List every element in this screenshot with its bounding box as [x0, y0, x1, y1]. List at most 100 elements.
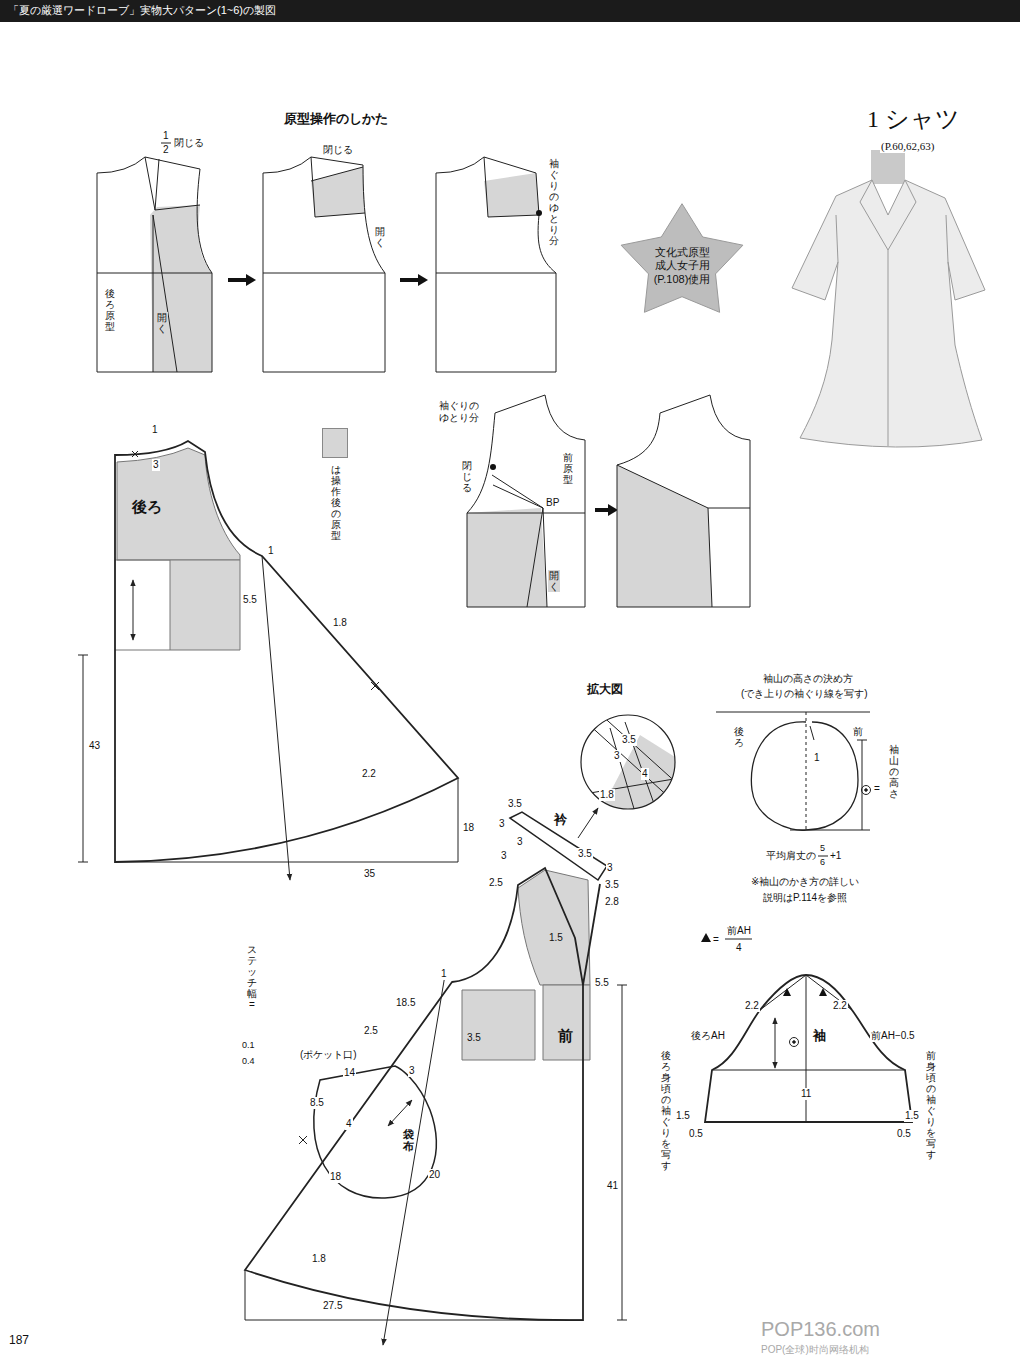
dimension-number: 0.5	[896, 1128, 912, 1140]
pattern-label: BP	[545, 497, 560, 509]
dimension-line	[617, 985, 627, 1320]
dimension-number: 1.5	[675, 1110, 691, 1122]
dimension-number: 3	[500, 850, 508, 862]
dimension-number: 3	[152, 459, 160, 471]
gray-area	[617, 465, 712, 607]
pattern-label: 説明はP.114を参照	[762, 892, 848, 904]
pocket-bag	[314, 1066, 437, 1198]
dimension-number: 187	[8, 1334, 30, 1348]
mark-symbol	[793, 1041, 796, 1044]
dimension-number: 1.8	[599, 789, 615, 801]
front-block-step2	[617, 395, 750, 607]
pattern-label: 前AH−0.5	[870, 1030, 916, 1042]
dimension-number: 1	[267, 545, 275, 557]
dot-mark	[490, 464, 496, 470]
star-outline	[621, 204, 743, 313]
dimension-number: 3.5	[507, 798, 523, 810]
notch-mark	[299, 1136, 307, 1144]
pattern-label: 閉じる	[173, 137, 205, 149]
dimension-number: =	[873, 783, 881, 795]
pattern-label: 衿	[553, 813, 568, 828]
page-header-title: 「夏の厳選ワードローブ」実物大パターン(1~6)の製図	[8, 4, 276, 17]
block-lines	[263, 157, 385, 273]
dimension-number: 2.5	[363, 1025, 379, 1037]
top-line	[716, 712, 870, 713]
collar-piece	[510, 812, 607, 880]
dimension-number: 1.5	[904, 1110, 920, 1122]
piece-outline	[245, 868, 583, 1320]
dimension-number: 3.5	[604, 879, 620, 891]
dimension-number: 2.8	[604, 896, 620, 908]
leader-arrow	[578, 808, 598, 838]
pattern-label: 前	[557, 1027, 574, 1044]
pattern-label: 閉じる	[322, 144, 354, 156]
arrow-head	[418, 274, 428, 286]
guide-line	[383, 975, 445, 1345]
vertical-note: 閉じる	[461, 460, 473, 493]
triangle-mark	[701, 933, 711, 942]
dimension-number: 0.4	[241, 1056, 256, 1066]
mark-symbol	[865, 789, 868, 792]
dimension-number: 3	[606, 862, 614, 874]
vertical-note: 後ろ原型	[104, 288, 116, 332]
block-outline	[263, 157, 385, 372]
block-lines	[467, 475, 585, 607]
dimension-number: +1	[829, 850, 842, 862]
pattern-label: 前AH	[726, 925, 752, 937]
dimension-number: 3	[613, 750, 621, 762]
dot-mark	[536, 210, 542, 216]
dimension-number: 35	[363, 868, 376, 880]
pattern-label: (ポケット口)	[299, 1049, 358, 1061]
center-line	[806, 712, 807, 830]
dimension-number: 41	[606, 1180, 619, 1192]
mark-symbol	[790, 1038, 799, 1047]
vertical-note: 袋布	[402, 1128, 415, 1152]
pattern-label: 後ろ	[131, 498, 163, 515]
arrow-shaft	[228, 278, 246, 282]
pattern-label: 袖ぐりのゆとり分	[438, 400, 480, 423]
gray-area	[484, 173, 539, 217]
fraction-bar	[725, 939, 752, 940]
enlarged-circle	[581, 715, 675, 809]
piece-outline	[115, 441, 458, 862]
hem-box	[115, 778, 458, 862]
dimension-number: 5	[819, 843, 826, 853]
dimension-number: 18	[462, 822, 475, 834]
dimension-number: 4	[345, 1118, 353, 1130]
badge-text: 文化式原型 成人女子用 (P.108)使用	[650, 246, 714, 286]
dimension-number: 1.8	[311, 1253, 327, 1265]
pattern-label: 袖山の高さの決め方	[762, 673, 854, 685]
dimension-number: 1.8	[332, 617, 348, 629]
step-arrows	[228, 274, 618, 516]
vertical-note: 袖ぐりのゆとり分	[548, 158, 560, 246]
block-outline	[436, 157, 556, 372]
dimension-number: 1	[813, 752, 821, 764]
pattern-label: 1 シャツ	[866, 106, 961, 134]
vertical-note: 袖山の高さ	[888, 744, 900, 799]
dimension-number: 0.1	[241, 1040, 256, 1050]
dimension-number: 1	[151, 424, 159, 436]
dimension-number: =	[712, 934, 720, 946]
block-outline	[97, 157, 212, 372]
dimension-number: 20	[428, 1169, 441, 1181]
pattern-label: 拡大図	[586, 683, 624, 697]
back-block-step2	[263, 157, 385, 372]
dimension-line	[790, 740, 870, 830]
dimension-number: 1	[440, 968, 448, 980]
dimension-number: 2.2	[361, 768, 377, 780]
enlarged-content	[578, 712, 680, 812]
pattern-label: 平均肩丈の	[765, 850, 817, 862]
shirt-photo	[792, 150, 985, 447]
shirt-details	[836, 180, 948, 446]
grain-arrow	[388, 1100, 412, 1126]
dimension-number: 2.2	[832, 1000, 848, 1012]
dimension-number: 11	[800, 1088, 812, 1100]
gray-area	[311, 167, 365, 217]
dimension-number: 3.5	[621, 734, 637, 746]
back-piece	[78, 441, 458, 880]
vertical-note: 開く	[548, 570, 560, 592]
dimension-number: 0.5	[688, 1128, 704, 1140]
front-piece	[245, 812, 627, 1345]
enlarged-view	[578, 712, 680, 838]
